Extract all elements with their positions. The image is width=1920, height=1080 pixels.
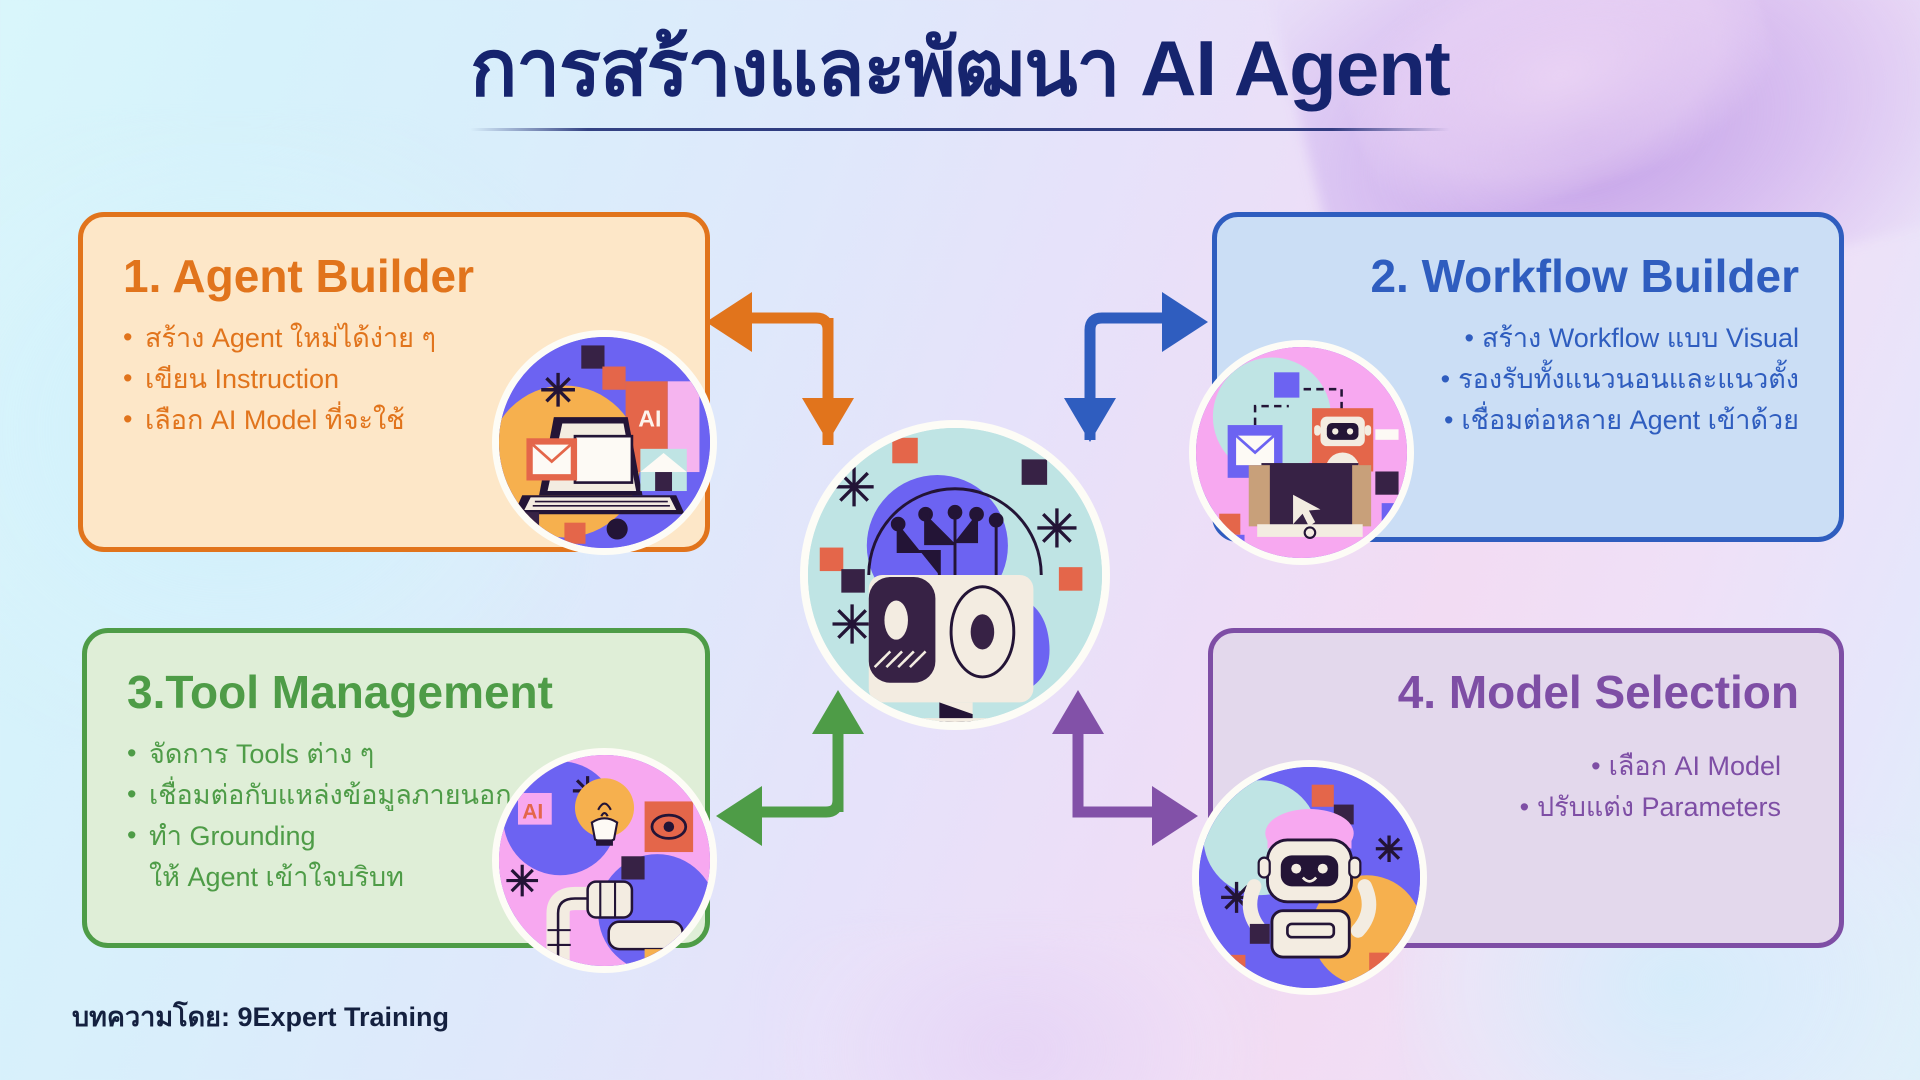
- card1-bullets: สร้าง Agent ใหม่ได้ง่าย ๆ เขียน Instruct…: [123, 317, 665, 441]
- title-divider: [470, 128, 1450, 132]
- illustration-robot-hand-lightbulb: AI: [492, 748, 717, 973]
- page-title: การสร้างและพัฒนา AI Agent: [470, 24, 1451, 112]
- card4-title: 4. Model Selection: [1397, 666, 1799, 718]
- list-item: •เชื่อมต่อหลาย Agent เข้าด้วย: [1443, 404, 1799, 435]
- arrow-purple-up: [1052, 690, 1104, 812]
- svg-text:AI: AI: [522, 800, 543, 823]
- list-item: เชื่อมต่อกับแหล่งข้อมูลภายนอก: [127, 774, 665, 816]
- illustration-robot-scientist: [1192, 760, 1427, 995]
- list-item: •เลือก AI Model: [1591, 750, 1781, 781]
- illustration-laptop-email-ai: AI: [492, 330, 717, 555]
- background-blob-bottom-center: [768, 930, 1268, 1080]
- illustration-ai-robot-head: [800, 420, 1110, 730]
- list-item: สร้าง Agent ใหม่ได้ง่าย ๆ: [123, 317, 665, 359]
- list-item: •ปรับแต่ง Parameters: [1519, 791, 1781, 822]
- list-item: เขียน Instruction: [123, 358, 665, 400]
- illustration-monitor-robot-email: [1189, 340, 1414, 565]
- card-tool-management[interactable]: 3.Tool Management จัดการ Tools ต่าง ๆ เช…: [82, 628, 710, 948]
- title-block: การสร้างและพัฒนา AI Agent: [0, 24, 1920, 132]
- card3-bullets: จัดการ Tools ต่าง ๆ เชื่อมต่อกับแหล่งข้อ…: [127, 733, 665, 898]
- card2-bullets: •สร้าง Workflow แบบ Visual •รองรับทั้งแน…: [1257, 318, 1799, 482]
- card1-title: 1. Agent Builder: [123, 250, 474, 302]
- list-item: เลือก AI Model ที่จะใช้: [123, 399, 665, 441]
- list-item: •รองรับทั้งแนวนอนและแนวตั้ง: [1440, 363, 1799, 394]
- arrow-blue-down: [1064, 330, 1116, 442]
- arrow-orange-down: [802, 318, 854, 442]
- arrow-center-to-card3: [716, 700, 844, 846]
- arrow-center-to-card4: [1072, 700, 1198, 846]
- arrow-green-up: [812, 690, 864, 812]
- card2-title: 2. Workflow Builder: [1370, 250, 1799, 302]
- list-item: จัดการ Tools ต่าง ๆ: [127, 733, 665, 775]
- arrow-center-to-card2: [1084, 292, 1208, 440]
- arrow-center-to-card1: [706, 292, 834, 445]
- card4-bullets: •เลือก AI Model •ปรับแต่ง Parameters: [1253, 746, 1799, 828]
- list-item: •สร้าง Workflow แบบ Visual: [1464, 322, 1799, 353]
- footer-credit: บทความโดย: 9Expert Training: [72, 1002, 450, 1032]
- list-item: ทำ Grounding: [127, 815, 665, 857]
- list-item: ให้ Agent เข้าใจบริบท: [149, 861, 404, 892]
- svg-text:AI: AI: [638, 406, 661, 432]
- card3-title: 3.Tool Management: [127, 666, 553, 718]
